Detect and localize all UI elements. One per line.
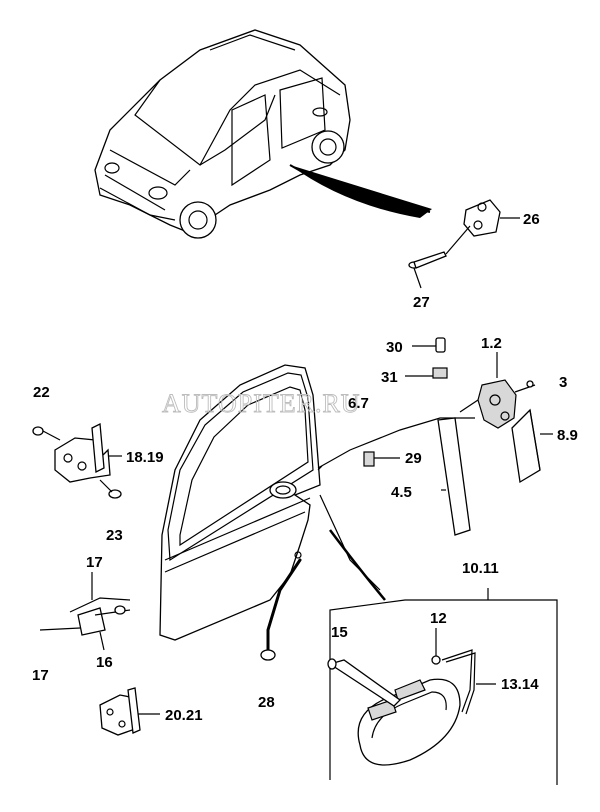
label-27: 27	[413, 294, 430, 311]
car-illustration	[94, 29, 432, 239]
striker-screw-part	[408, 225, 471, 289]
label-10-11: 10.11	[462, 560, 499, 577]
label-16: 16	[96, 654, 113, 671]
label-15: 15	[331, 624, 348, 641]
front-door-panel	[159, 364, 386, 641]
label-4-5: 4.5	[391, 484, 412, 501]
rod-8-9	[511, 408, 553, 484]
label-17-upper: 17	[86, 554, 103, 571]
label-6-7: 6.7	[348, 395, 369, 412]
label-13-14: 13.14	[501, 676, 539, 693]
rod-4-5	[437, 417, 471, 536]
door-striker-part	[463, 199, 520, 237]
label-31: 31	[381, 369, 398, 386]
lock-clip-30	[412, 337, 446, 353]
label-20-21: 20.21	[165, 707, 203, 724]
clip-29	[363, 451, 400, 467]
door-lock-assembly	[459, 352, 536, 429]
label-29: 29	[405, 450, 422, 467]
label-26: 26	[523, 211, 540, 228]
label-28: 28	[258, 694, 275, 711]
label-18-19: 18.19	[126, 449, 164, 466]
outside-handle-detail	[327, 588, 558, 785]
label-17-lower: 17	[32, 667, 49, 684]
upper-hinge	[32, 422, 122, 499]
grommet-28	[260, 558, 302, 661]
label-30: 30	[386, 339, 403, 356]
label-8-9: 8.9	[557, 427, 578, 444]
lock-bolt-3	[526, 380, 534, 388]
watermark: AUTOPITER.RU	[162, 389, 361, 418]
lock-clip-31	[405, 367, 448, 379]
label-12: 12	[430, 610, 447, 627]
door-check-strap	[39, 572, 131, 651]
lower-hinge	[99, 687, 160, 736]
label-1-2: 1.2	[481, 335, 502, 352]
label-23: 23	[106, 527, 123, 544]
label-22: 22	[33, 384, 50, 401]
label-3: 3	[559, 374, 567, 391]
